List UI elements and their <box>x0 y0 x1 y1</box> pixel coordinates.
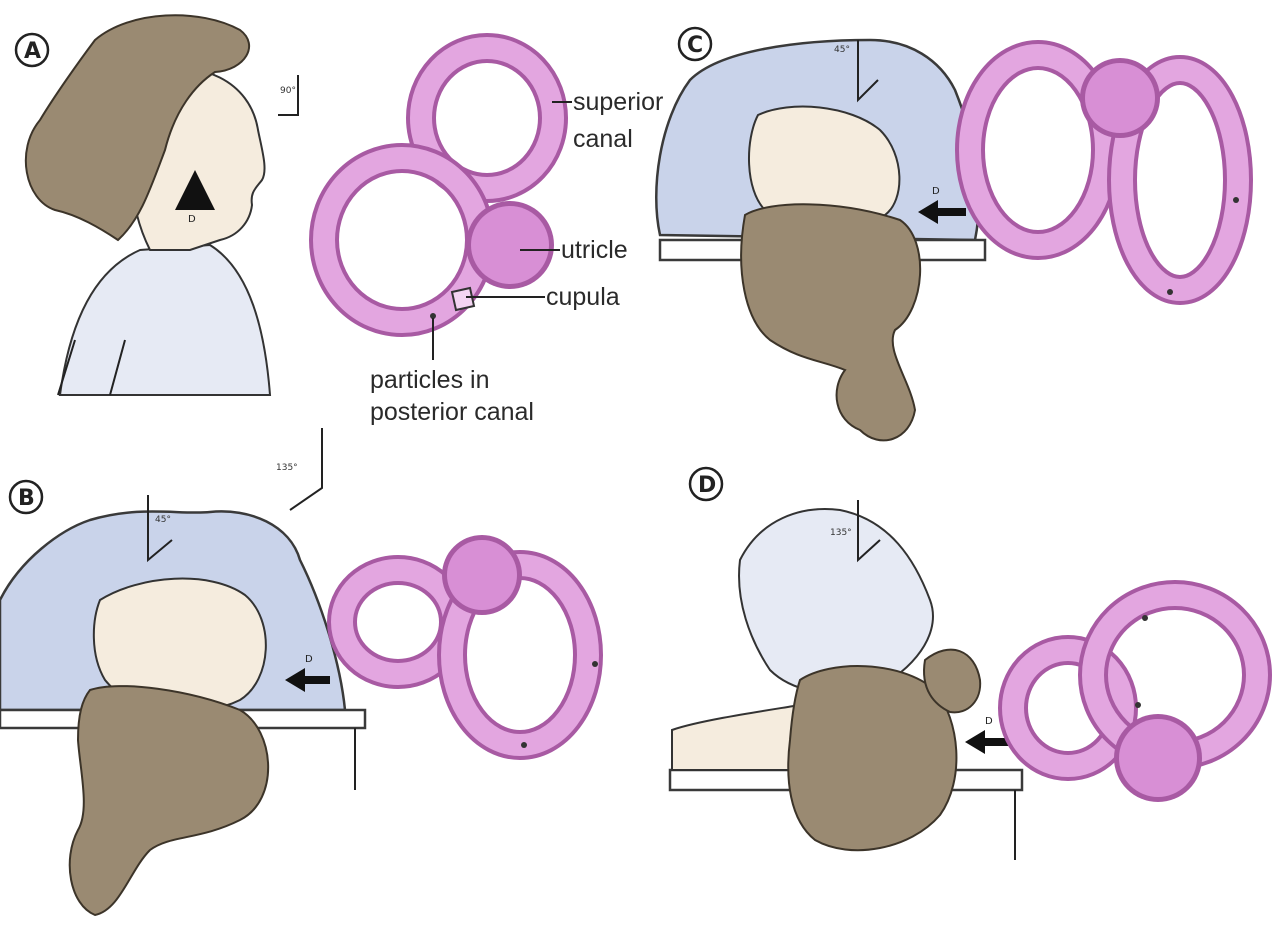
label-canal: canal <box>573 125 633 153</box>
reclined-patient-c: 45° D <box>656 40 985 440</box>
angle-marker-b-side: 135° <box>276 428 322 510</box>
panel-d: D 135° D <box>670 468 1257 860</box>
label-particles-2: posterior canal <box>370 398 534 426</box>
angle-label-d: 135° <box>830 528 852 538</box>
panel-letter-d: D <box>698 473 716 498</box>
panel-letter-d-badge: D <box>690 468 722 500</box>
panel-letter-c: C <box>687 33 703 58</box>
patient-shirt <box>60 245 270 395</box>
inner-ear-d <box>1013 595 1257 802</box>
panel-letter-a: A <box>24 39 41 64</box>
reclined-patient-b: 45° D <box>0 495 365 915</box>
panel-letter-a-badge: A <box>16 34 48 66</box>
seated-patient: D <box>26 15 270 395</box>
label-utricle: utricle <box>561 236 628 264</box>
panel-letter-b: B <box>18 486 35 511</box>
panel-letter-c-badge: C <box>679 28 711 60</box>
angle-label-c: 45° <box>834 45 850 55</box>
patient-hair-b <box>70 686 268 915</box>
label-superior: superior <box>573 88 663 116</box>
panel-c: C 45° D <box>656 28 1239 440</box>
panel-a: A D 90° <box>16 15 663 426</box>
d-label-d: D <box>985 716 993 727</box>
label-particles-1: particles in <box>370 366 490 394</box>
angle-label-a: 90° <box>280 86 296 96</box>
patient-arm-d <box>672 705 800 770</box>
label-cupula: cupula <box>546 283 620 311</box>
d-label-c: D <box>932 186 940 197</box>
side-lying-patient-d: 135° D <box>670 500 1022 860</box>
panel-letter-b-badge: B <box>10 481 42 513</box>
inner-ear-b <box>342 535 598 748</box>
face-d-label: D <box>188 214 196 225</box>
angle-label-b-pillow: 45° <box>155 515 171 525</box>
cupula-marker <box>452 288 474 310</box>
angle-marker-a: 90° <box>278 75 298 115</box>
patient-hair-c <box>741 204 920 440</box>
inner-ear-c <box>970 55 1239 295</box>
utricle-a <box>466 201 554 289</box>
panel-b: B 135° 45° D <box>0 428 598 915</box>
angle-label-b-side: 135° <box>276 463 298 473</box>
d-label-b: D <box>305 654 313 665</box>
inner-ear-a <box>324 48 554 322</box>
